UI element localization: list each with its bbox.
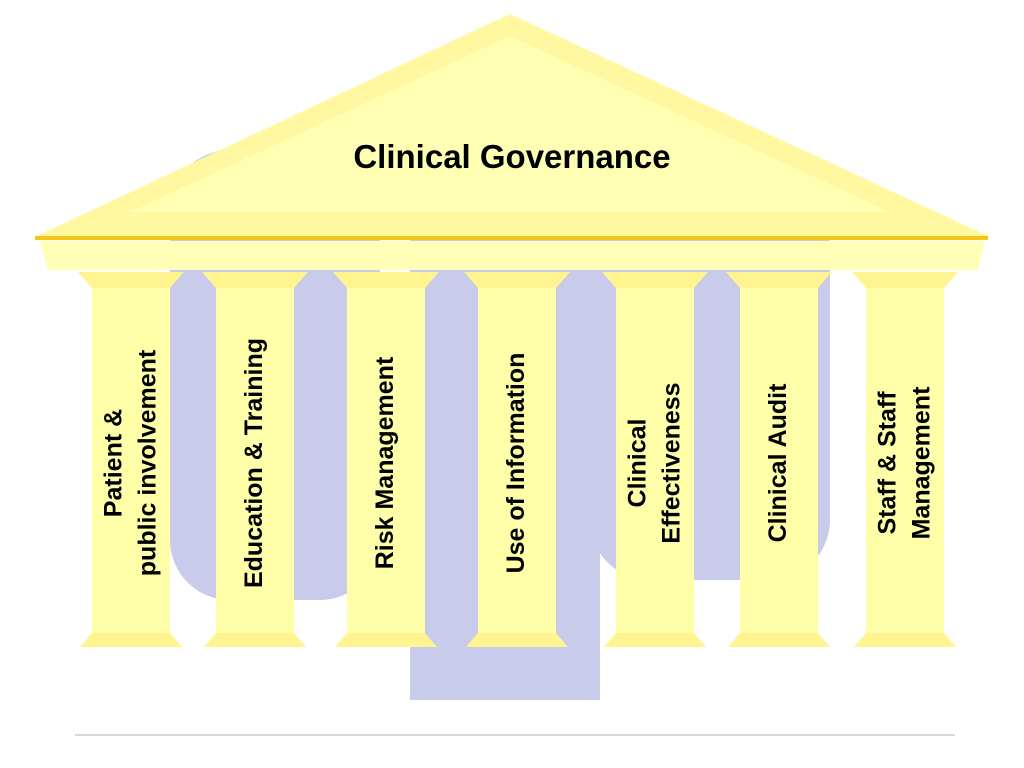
pillar-2 [202, 272, 308, 647]
pillar-6 [726, 272, 832, 647]
roof-inner [130, 36, 890, 212]
pillar-capital [852, 272, 958, 288]
pillar-shaft [92, 288, 170, 633]
pillar-label-slot: Risk Management [347, 290, 425, 635]
diagram-title: Clinical Governance [353, 138, 670, 175]
pillar-label-line: public involvement [133, 349, 161, 576]
pillar-shaft [347, 288, 425, 633]
pillar-7 [852, 272, 958, 647]
pillar-shaft [616, 288, 694, 633]
pillar-label: Risk Management [369, 293, 403, 633]
pillar-base [80, 633, 182, 647]
pillar-shaft [478, 288, 556, 633]
pillar-label-slot: Use of Information [478, 290, 556, 635]
pillar-shaft [216, 288, 294, 633]
pillar-label: Clinical Audit [762, 293, 796, 633]
pillar-label-line: Use of Information [502, 352, 531, 573]
pillar-base [335, 633, 437, 647]
pillar-capital [202, 272, 308, 288]
pillar-1 [78, 272, 184, 647]
pillar-label-line: Staff & Staff [873, 390, 902, 535]
pillar-base [728, 633, 830, 647]
entablature [40, 241, 985, 270]
pillar-4 [464, 272, 570, 647]
pillars-layer [78, 272, 958, 647]
pillar-label-slot: Patient &public involvement [92, 290, 170, 635]
pillar-base [466, 633, 568, 647]
pillar-label-line: Education & Training [240, 337, 269, 588]
pillar-label-line: Effectiveness [657, 381, 685, 544]
pillar-base [204, 633, 306, 647]
pillar-label-line: Clinical Audit [764, 383, 793, 542]
pillar-label-line: Clinical [623, 418, 652, 507]
pillar-label-slot: Clinical Audit [740, 290, 818, 635]
pillar-capital [333, 272, 439, 288]
pillar-3 [333, 272, 439, 647]
pillar-base [604, 633, 706, 647]
pillar-capital [78, 272, 184, 288]
pillar-label: Use of Information [500, 293, 534, 633]
pillar-base [854, 633, 956, 647]
pillar-label-slot: Education & Training [216, 290, 294, 635]
pillar-label-line: Management [907, 386, 935, 539]
pillar-label-line: Risk Management [371, 356, 400, 569]
pillar-capital [726, 272, 832, 288]
pillar-shaft [740, 288, 818, 633]
pillar-label: Education & Training [238, 293, 272, 633]
pillar-capital [602, 272, 708, 288]
pillar-shaft [866, 288, 944, 633]
pillar-label-line: Patient & [99, 408, 128, 517]
pillar-5 [602, 272, 708, 647]
pillar-capital [464, 272, 570, 288]
pillar-label: Patient &public involvement [97, 293, 165, 633]
